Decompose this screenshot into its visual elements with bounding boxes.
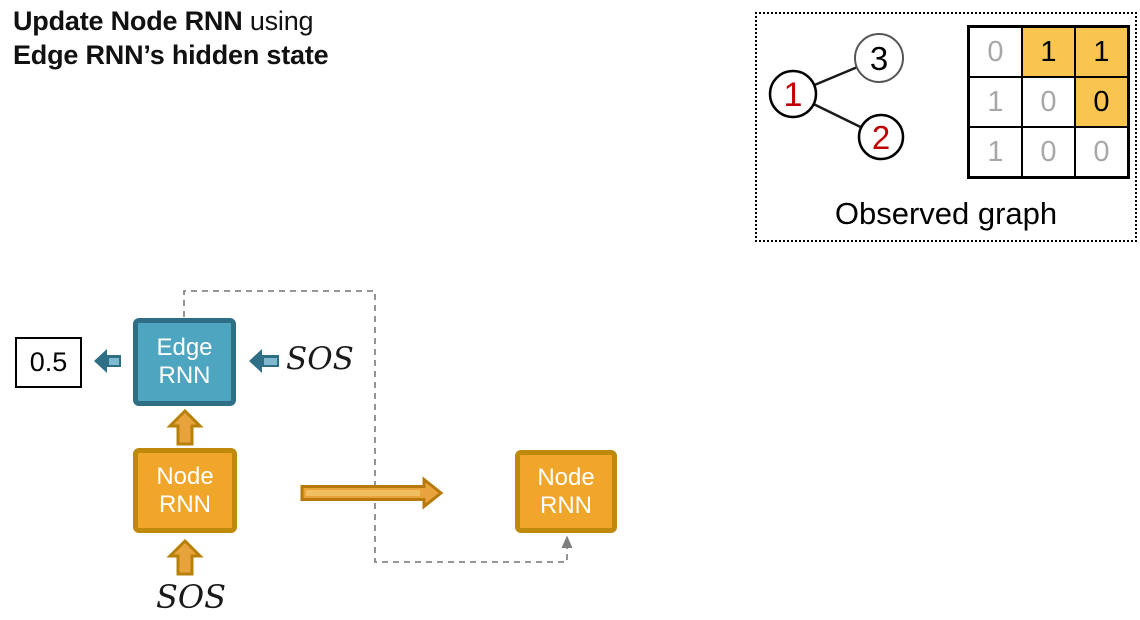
matrix-cell: 1 (1022, 27, 1075, 77)
slide-title: Update Node RNN using Edge RNN’s hidden … (13, 4, 329, 72)
observed-graph-panel: 1 3 2 0 1 1 1 0 0 1 0 0 Observed graph (755, 12, 1137, 242)
title-line1-bold: Update Node RNN (13, 6, 243, 36)
graph-node-1-circle (768, 69, 818, 119)
adjacency-matrix: 0 1 1 1 0 0 1 0 0 (967, 25, 1130, 179)
orange-up-arrow-bottom-icon (166, 538, 204, 576)
orange-right-arrow-stripe (306, 490, 420, 496)
dashed-hidden-state-path (183, 290, 568, 563)
matrix-cell: 0 (1022, 127, 1075, 177)
node-rnn-left-label-line2: RNN (159, 490, 211, 518)
node-rnn-left-label-line1: Node (156, 462, 214, 490)
matrix-cell: 1 (1075, 27, 1128, 77)
teal-left-arrow-output-icon (94, 349, 121, 373)
title-line-1: Update Node RNN using (13, 4, 328, 38)
graph-node-1-label: 1 (784, 76, 803, 114)
teal-arrow-output-stripe (109, 358, 119, 365)
edge-rnn-label-line2: RNN (158, 362, 211, 389)
edge-rnn-label-line1: Edge (156, 334, 213, 361)
title-line1-regular: using (242, 6, 314, 36)
graph-node-2-circle (857, 113, 905, 161)
matrix-cell: 1 (969, 77, 1022, 127)
orange-up-arrow-top-icon (166, 408, 204, 446)
edge-sos-label: SOS (286, 341, 354, 377)
dashed-path-arrowhead-icon (561, 535, 573, 548)
observed-graph-drawing: 1 3 2 (768, 33, 905, 161)
observed-graph-caption: Observed graph (834, 196, 1058, 231)
edge-probability-output-box: 0.5 (15, 337, 82, 388)
title-line2-bold: Edge RNN’s hidden state (13, 40, 329, 70)
node-rnn-right-label-line1: Node (537, 463, 595, 491)
node-rnn-box-right: Node RNN (515, 450, 617, 533)
graph-node-3-circle (854, 33, 904, 83)
matrix-cell: 1 (969, 127, 1022, 177)
matrix-cell: 0 (969, 27, 1022, 77)
graph-node-2-label: 2 (872, 119, 890, 156)
title-line-2: Edge RNN’s hidden state (13, 38, 329, 72)
matrix-cell: 0 (1075, 127, 1128, 177)
edge-rnn-box: Edge RNN (133, 318, 236, 406)
node-rnn-box-left: Node RNN (133, 448, 237, 533)
node-sos-label: SOS (156, 578, 227, 616)
matrix-cell: 0 (1075, 77, 1128, 127)
teal-arrow-sos-stripe (264, 358, 277, 365)
matrix-cell: 0 (1022, 77, 1075, 127)
node-rnn-right-label-line2: RNN (540, 491, 592, 519)
graph-node-3-label: 3 (870, 40, 888, 77)
